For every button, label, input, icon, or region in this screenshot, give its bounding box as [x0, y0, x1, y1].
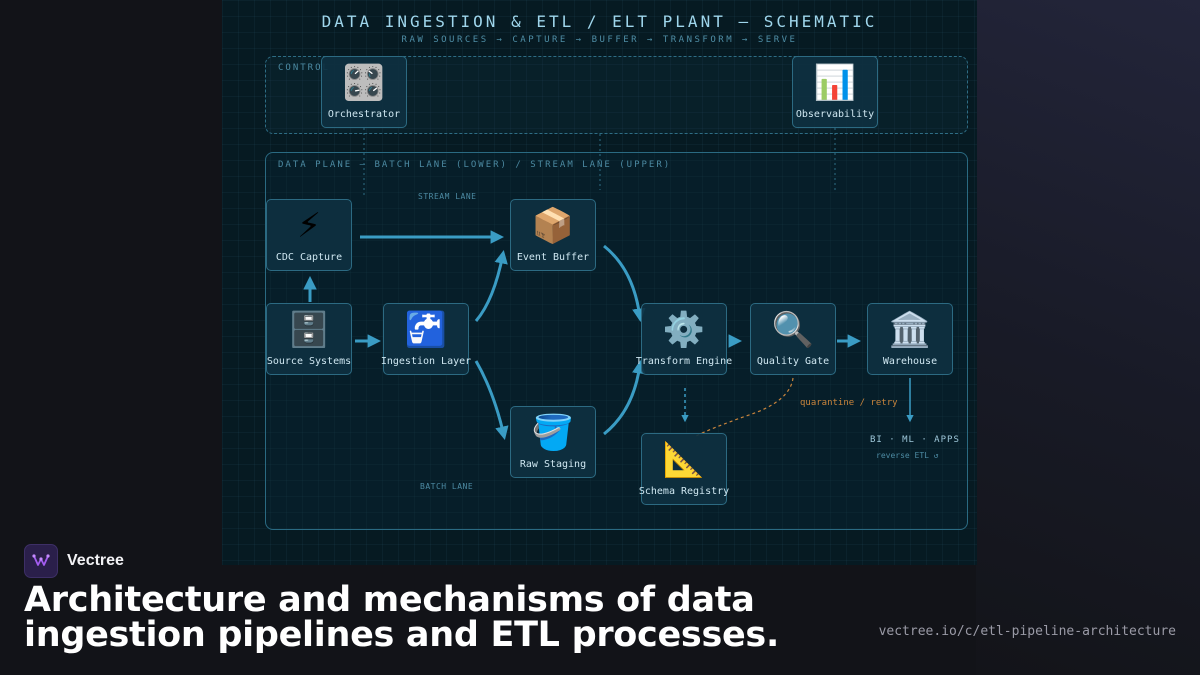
triangle-ruler-icon: 📐	[662, 440, 706, 480]
event-buffer-label: Event Buffer	[516, 252, 590, 263]
classical-building-icon: 🏛️	[888, 310, 932, 350]
lightning-icon: ⚡	[297, 206, 321, 246]
raw-staging-node[interactable]: 🪣 Raw Staging	[510, 406, 596, 478]
page-headline: Architecture and mechanisms of data inge…	[24, 580, 779, 655]
event-buffer-node[interactable]: 📦 Event Buffer	[510, 199, 596, 271]
transform-engine-node[interactable]: ⚙️ Transform Engine	[636, 303, 732, 375]
raw-staging-label: Raw Staging	[519, 459, 587, 470]
diagram-title: DATA INGESTION & ETL / ELT PLANT — SCHEM…	[321, 12, 878, 31]
vectree-logo-icon	[24, 544, 58, 578]
warehouse-label: Warehouse	[882, 356, 938, 367]
ingestion-to-staging-arrow	[474, 360, 509, 440]
stream-lane-label: STREAM LANE	[418, 192, 477, 201]
water-tap-icon: 🚰	[404, 310, 448, 350]
gear-icon: ⚙️	[662, 310, 706, 350]
staging-to-transform-arrow	[603, 359, 646, 436]
magnifier-icon: 🔍	[771, 310, 815, 350]
bar-chart-icon: 📊	[813, 63, 857, 103]
file-cabinet-icon: 🗄️	[287, 310, 331, 350]
source-systems-label: Source Systems	[266, 356, 352, 367]
bucket-icon: 🪣	[531, 413, 575, 453]
orchestrator-label: Orchestrator	[327, 109, 401, 120]
control-knobs-icon: 🎛️	[342, 63, 386, 103]
ingestion-layer-node[interactable]: 🚰 Ingestion Layer	[381, 303, 471, 375]
diagram-subtitle: RAW SOURCES → CAPTURE → BUFFER → TRANSFO…	[401, 35, 798, 45]
schema-registry-node[interactable]: 📐 Schema Registry	[639, 433, 729, 505]
batch-lane-label: BATCH LANE	[420, 482, 474, 491]
buffer-to-transform-arrow	[603, 244, 646, 323]
source-systems-node[interactable]: 🗄️ Source Systems	[266, 303, 352, 375]
quality-gate-node[interactable]: 🔍 Quality Gate	[750, 303, 836, 375]
consumers-label: BI · ML · APPS	[870, 435, 960, 445]
ingestion-layer-label: Ingestion Layer	[380, 356, 472, 367]
brand-name: Vectree	[67, 552, 124, 569]
cdc-capture-label: CDC Capture	[275, 252, 343, 263]
observability-label: Observability	[795, 109, 875, 120]
ingestion-to-buffer-arrow	[474, 250, 508, 322]
connector-layer	[303, 128, 914, 440]
source-url-link[interactable]: vectree.io/c/etl-pipeline-architecture	[878, 624, 1176, 639]
cdc-capture-node[interactable]: ⚡ CDC Capture	[266, 199, 352, 271]
background-glow	[976, 0, 1200, 675]
transform-engine-label: Transform Engine	[635, 356, 733, 367]
warehouse-node[interactable]: 🏛️ Warehouse	[867, 303, 953, 375]
observability-node[interactable]: 📊 Observability	[792, 56, 878, 128]
package-icon: 📦	[531, 206, 575, 246]
orchestrator-node[interactable]: 🎛️ Orchestrator	[321, 56, 407, 128]
quarantine-retry-path	[695, 377, 794, 437]
quarantine-retry-label: quarantine / retry	[800, 398, 898, 408]
diagram-canvas: DATA INGESTION & ETL / ELT PLANT — SCHEM…	[222, 0, 977, 565]
schema-registry-label: Schema Registry	[638, 486, 730, 497]
control-zone-label: CONTROL	[278, 63, 330, 73]
data-zone-label: DATA PLANE — BATCH LANE (LOWER) / STREAM…	[278, 160, 672, 170]
brand[interactable]: Vectree	[24, 544, 124, 578]
quality-gate-label: Quality Gate	[756, 356, 830, 367]
reverse-etl-label: reverse ETL ↺	[876, 451, 939, 460]
